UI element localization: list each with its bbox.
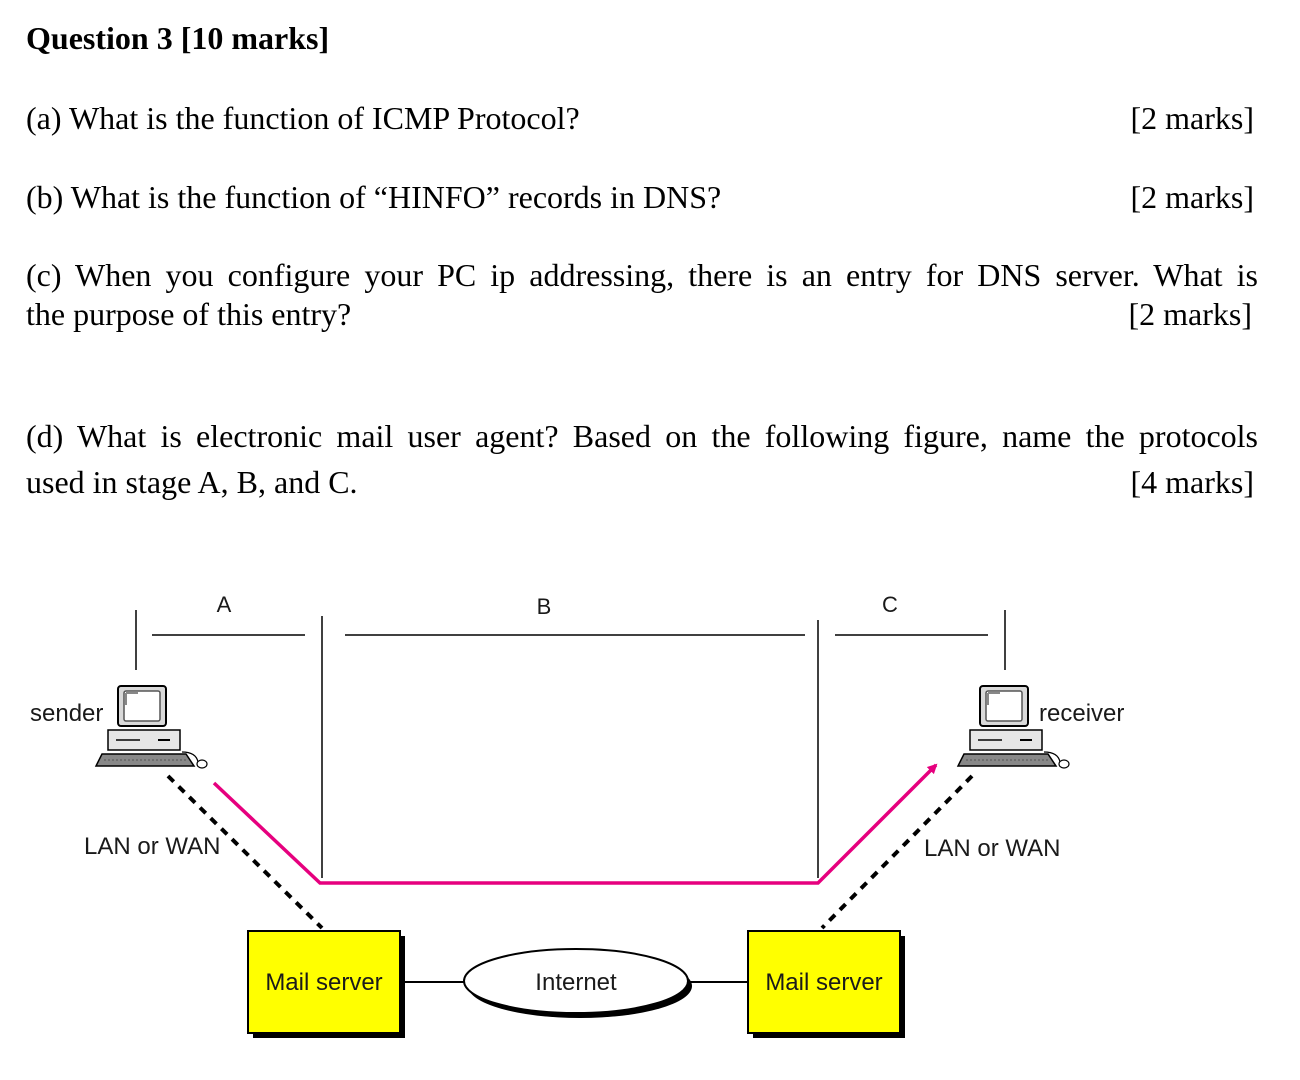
lan-wan-label-right: LAN or WAN bbox=[924, 835, 1060, 862]
question-c: (c) When you configure your PC ip addres… bbox=[26, 256, 1258, 334]
question-d-line2-row: used in stage A, B, and C. [4 marks] bbox=[26, 459, 1258, 505]
stage-a-label: A bbox=[217, 592, 232, 617]
stage-b-label: B bbox=[537, 594, 552, 619]
question-b-marks: [2 marks] bbox=[1130, 179, 1254, 215]
question-b-text: (b) What is the function of “HINFO” reco… bbox=[26, 179, 722, 215]
question-a: (a) What is the function of ICMP Protoco… bbox=[26, 98, 1254, 138]
lan-link-right bbox=[820, 774, 974, 930]
question-c-line1: (c) When you configure your PC ip addres… bbox=[26, 257, 1258, 293]
email-flow-diagram: A B C sender receiver LAN or WAN LAN or … bbox=[30, 592, 1124, 1038]
question-c-line2-row: the purpose of this entry? [2 marks] bbox=[26, 295, 1258, 334]
question-a-text: (a) What is the function of ICMP Protoco… bbox=[26, 100, 580, 136]
question-heading: Question 3 [10 marks] bbox=[26, 20, 330, 56]
mail-server-right-label: Mail server bbox=[765, 969, 882, 996]
question-b: (b) What is the function of “HINFO” reco… bbox=[26, 177, 1254, 217]
message-path bbox=[212, 763, 938, 885]
mail-server-left bbox=[247, 930, 405, 1038]
mail-server-right bbox=[747, 930, 905, 1038]
question-d-line2: used in stage A, B, and C. bbox=[26, 464, 358, 500]
question-d: (d) What is electronic mail user agent? … bbox=[26, 413, 1258, 505]
receiver-computer-icon bbox=[956, 685, 1070, 769]
question-c-marks: [2 marks] bbox=[1128, 296, 1252, 332]
internet-label: Internet bbox=[535, 969, 617, 996]
lan-link-left bbox=[166, 774, 324, 930]
sender-computer-icon bbox=[94, 685, 208, 769]
sender-label: sender bbox=[30, 700, 103, 727]
lan-wan-label-left: LAN or WAN bbox=[84, 833, 220, 860]
receiver-label: receiver bbox=[1039, 700, 1124, 727]
stage-c-label: C bbox=[882, 592, 898, 617]
internet-ellipse bbox=[463, 948, 692, 1018]
question-a-marks: [2 marks] bbox=[1130, 100, 1254, 136]
question-d-marks: [4 marks] bbox=[1130, 464, 1254, 500]
mail-server-left-label: Mail server bbox=[265, 969, 382, 996]
question-c-line2: the purpose of this entry? bbox=[26, 296, 352, 332]
question-d-line1: (d) What is electronic mail user agent? … bbox=[26, 418, 1258, 454]
